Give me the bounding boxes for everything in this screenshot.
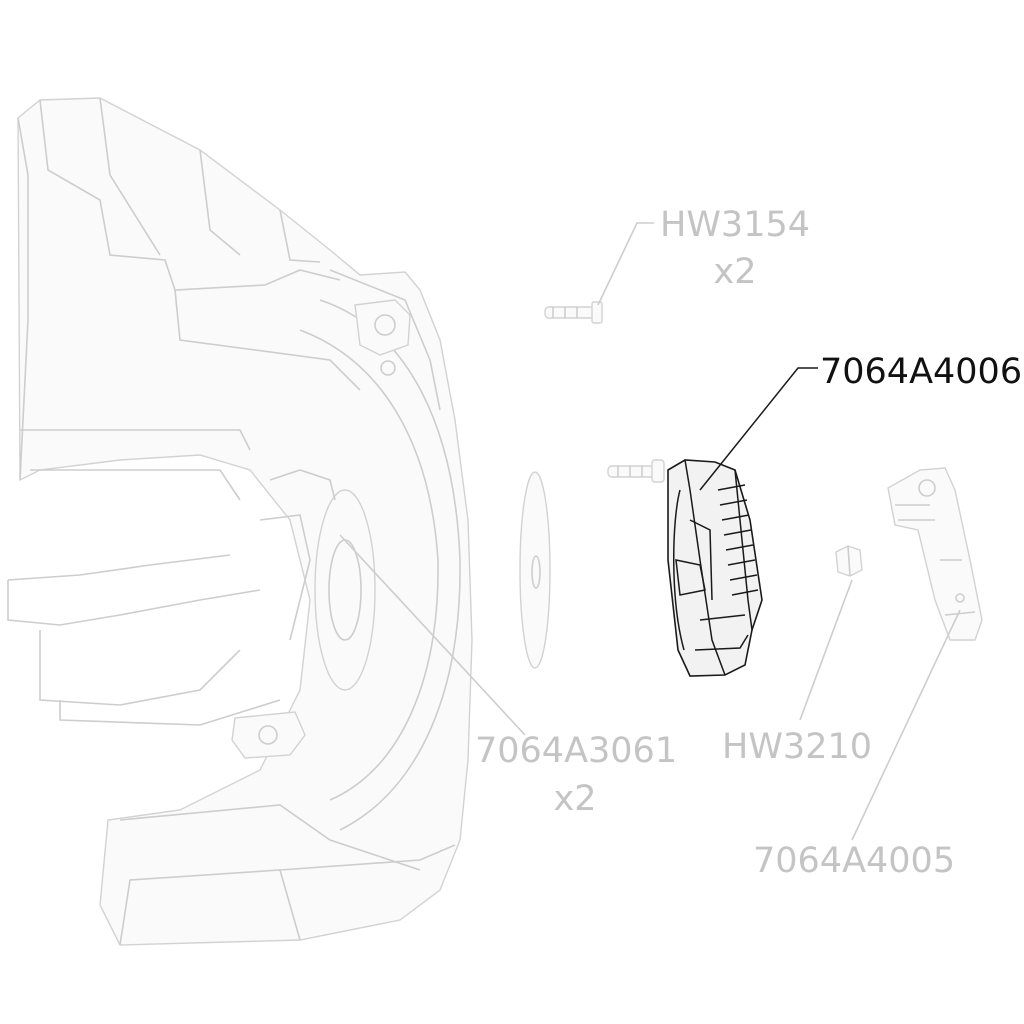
main-housing xyxy=(7,97,473,946)
leader-7064a3061 xyxy=(339,534,526,736)
screw-hw3154 xyxy=(544,301,603,324)
label-7064a3061-part: 7064A3061 xyxy=(475,731,677,771)
screw-middle xyxy=(607,459,665,483)
label-7064a4006-part: 7064A4006 xyxy=(820,352,1022,392)
leader-hw3154 xyxy=(597,222,654,306)
leader-hw3210 xyxy=(799,579,853,721)
label-7064a3061-qty: x2 xyxy=(554,779,597,819)
leader-7064a4005 xyxy=(851,609,961,841)
callout-hw3154: HW3154 x2 xyxy=(660,205,810,292)
leader-lines xyxy=(339,222,961,841)
nut-hw3210 xyxy=(835,545,863,577)
callout-7064a3061: 7064A3061 x2 xyxy=(475,731,677,819)
part-7064a4006 xyxy=(667,459,763,677)
washer-disc xyxy=(519,471,551,669)
label-7064a4005-part: 7064A4005 xyxy=(753,841,955,881)
leader-7064a4006 xyxy=(699,367,818,491)
bracket-7064a4005 xyxy=(887,467,983,641)
label-hw3210-part: HW3210 xyxy=(722,727,872,767)
label-hw3154-qty: x2 xyxy=(714,252,757,292)
label-hw3154-part: HW3154 xyxy=(660,205,810,245)
